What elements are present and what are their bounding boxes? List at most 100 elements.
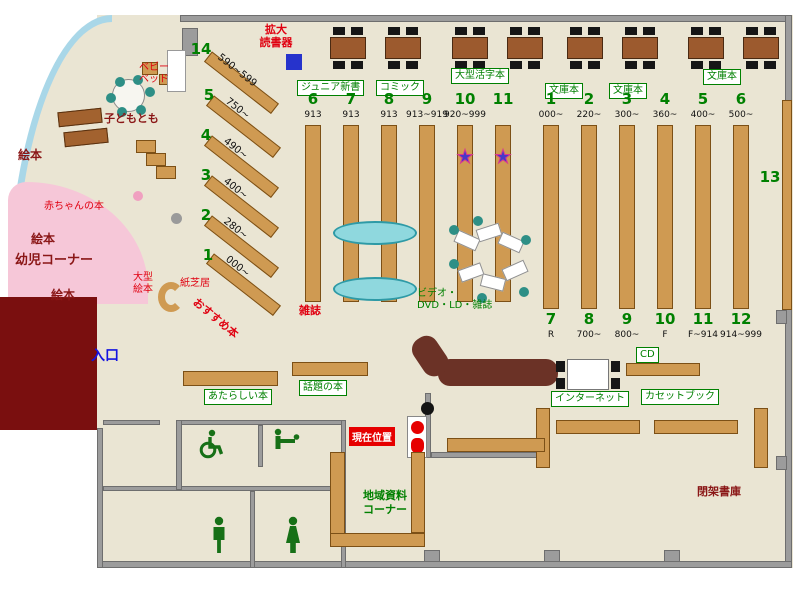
chair: [510, 61, 522, 69]
label-entrance: 入口: [91, 348, 119, 364]
shelf-number: 3: [621, 90, 633, 108]
chair: [570, 61, 582, 69]
call-number-range: 220~: [576, 110, 602, 120]
chair: [556, 378, 565, 389]
step-shelf: [156, 166, 176, 179]
chair: [528, 61, 540, 69]
chair: [556, 361, 565, 372]
bookshelf: [654, 420, 738, 434]
chair: [691, 27, 703, 35]
shelf-number: 3: [200, 166, 212, 184]
current-location-label: 現在位置: [349, 427, 395, 446]
label-magnifier-reader: 拡大 読書器: [259, 23, 293, 49]
chair: [570, 27, 582, 35]
chair: [611, 361, 620, 372]
label-bunko: 文庫本: [545, 83, 583, 99]
pillar: [544, 550, 560, 562]
shelf-number: 7: [545, 310, 557, 328]
label-kamishibai: 紙芝居: [180, 278, 210, 289]
chair: [388, 27, 400, 35]
chair: [473, 61, 485, 69]
stool: [133, 191, 143, 201]
shelf-number: 11: [692, 310, 714, 328]
service-counter: [438, 359, 558, 386]
stool: [145, 87, 155, 97]
restroom-wall: [250, 491, 255, 568]
chair: [709, 27, 721, 35]
label-toddler-corner: 幼児コーナー: [15, 253, 94, 268]
stool: [449, 259, 459, 269]
stool: [449, 225, 459, 235]
shelf-number: 4: [200, 126, 212, 144]
shelf-number: 10: [654, 310, 676, 328]
shelf-number: 8: [383, 90, 395, 108]
call-number-range: R: [547, 330, 555, 340]
bookshelf: [305, 125, 321, 302]
bookshelf: [381, 125, 397, 302]
entrance-wall: [0, 297, 97, 430]
pillar: [171, 213, 182, 224]
table-top: [567, 359, 609, 390]
stool: [136, 105, 146, 115]
shelf-number: 1: [545, 90, 557, 108]
bookshelf: [733, 125, 749, 309]
label-cd: CD: [636, 347, 659, 363]
label-new-books: あたらしい本: [204, 389, 272, 405]
counter-wall: [431, 452, 539, 458]
stool: [115, 77, 125, 87]
current-location-dot: [411, 421, 424, 434]
table-top: [688, 37, 724, 59]
call-number-range: 913: [380, 110, 398, 120]
call-number-range: 400~: [690, 110, 716, 120]
label-comics: コミック: [376, 80, 424, 96]
label-baby-bed: ベビー ベッド: [139, 62, 169, 85]
shelf-number: 9: [621, 310, 633, 328]
reading-table: [567, 27, 603, 69]
chair: [709, 61, 721, 69]
bookshelf: [581, 125, 597, 309]
chair: [528, 27, 540, 35]
chair: [455, 27, 467, 35]
restroom-wall: [103, 486, 346, 491]
wheelchair-icon: [196, 428, 226, 460]
bookshelf: [495, 125, 511, 302]
reading-table: [385, 27, 421, 69]
label-junior-books: ジュニア新書: [297, 80, 365, 96]
bookshelf: [330, 533, 425, 547]
label-internet: インターネット: [551, 391, 629, 407]
stool: [473, 216, 483, 226]
chair: [588, 61, 600, 69]
bookshelf: [457, 125, 473, 302]
bookshelf: [657, 125, 673, 309]
chair: [406, 61, 418, 69]
shelf-number: 11: [492, 90, 514, 108]
women-restroom-icon: [282, 516, 304, 554]
shelf-number: 12: [730, 310, 752, 328]
chair: [764, 27, 776, 35]
bookshelf: [782, 100, 792, 310]
label-cassette-books: カセットブック: [641, 389, 719, 405]
shelf-number: 1: [202, 246, 214, 264]
step-shelf: [136, 140, 156, 153]
chair: [764, 61, 776, 69]
shelf-number: 13: [759, 168, 781, 186]
stool: [519, 287, 529, 297]
label-baby-books: 赤ちゃんの本: [44, 201, 104, 212]
chair: [625, 27, 637, 35]
chair: [588, 27, 600, 35]
chair: [643, 27, 655, 35]
shelf-number: 14: [190, 40, 212, 58]
label-kids-books: 子どもとも: [104, 112, 159, 125]
step-shelf: [146, 153, 166, 166]
restroom-wall: [258, 425, 263, 467]
call-number-range: 914~999: [720, 330, 762, 340]
call-number-range: 300~: [614, 110, 640, 120]
shelf-number: 2: [583, 90, 595, 108]
chair: [643, 61, 655, 69]
table-top: [452, 37, 488, 59]
label-picture-books: 絵本: [31, 232, 56, 246]
call-number-range: 913~919: [406, 110, 448, 120]
chair: [625, 61, 637, 69]
chair: [746, 61, 758, 69]
